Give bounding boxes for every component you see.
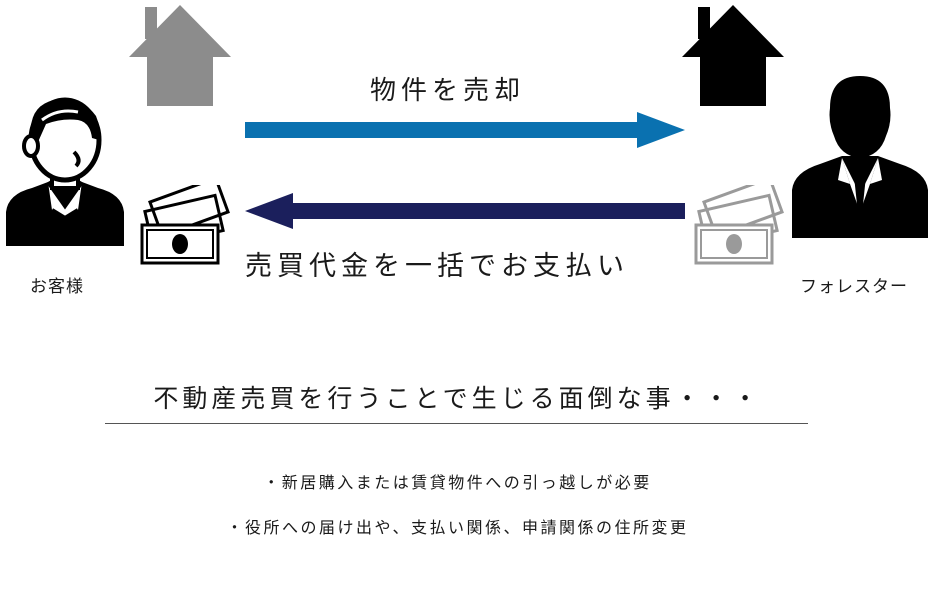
bullet-item: ・役所への届け出や、支払い関係、申請関係の住所変更	[226, 518, 689, 537]
elderly-man-icon	[2, 90, 128, 250]
forester-house-icon	[680, 3, 786, 106]
payment-arrow	[245, 193, 685, 233]
forester-banknotes-icon	[690, 185, 786, 269]
customer-label: お客様	[30, 277, 84, 297]
section-headline: 不動産売買を行うことで生じる面倒な事・・・	[153, 384, 762, 413]
bullet-item: ・新居購入または賃貸物件への引っ越しが必要	[263, 473, 652, 492]
sell-property-arrow	[245, 112, 685, 152]
businessman-icon	[790, 72, 930, 242]
forester-label: フォレスター	[800, 277, 908, 297]
sell-property-label: 物件を売却	[370, 76, 526, 106]
headline-divider	[105, 423, 808, 424]
payment-label: 売買代金を一括でお支払い	[245, 251, 629, 282]
customer-banknotes-icon	[136, 185, 232, 269]
customer-house-icon	[127, 3, 233, 106]
